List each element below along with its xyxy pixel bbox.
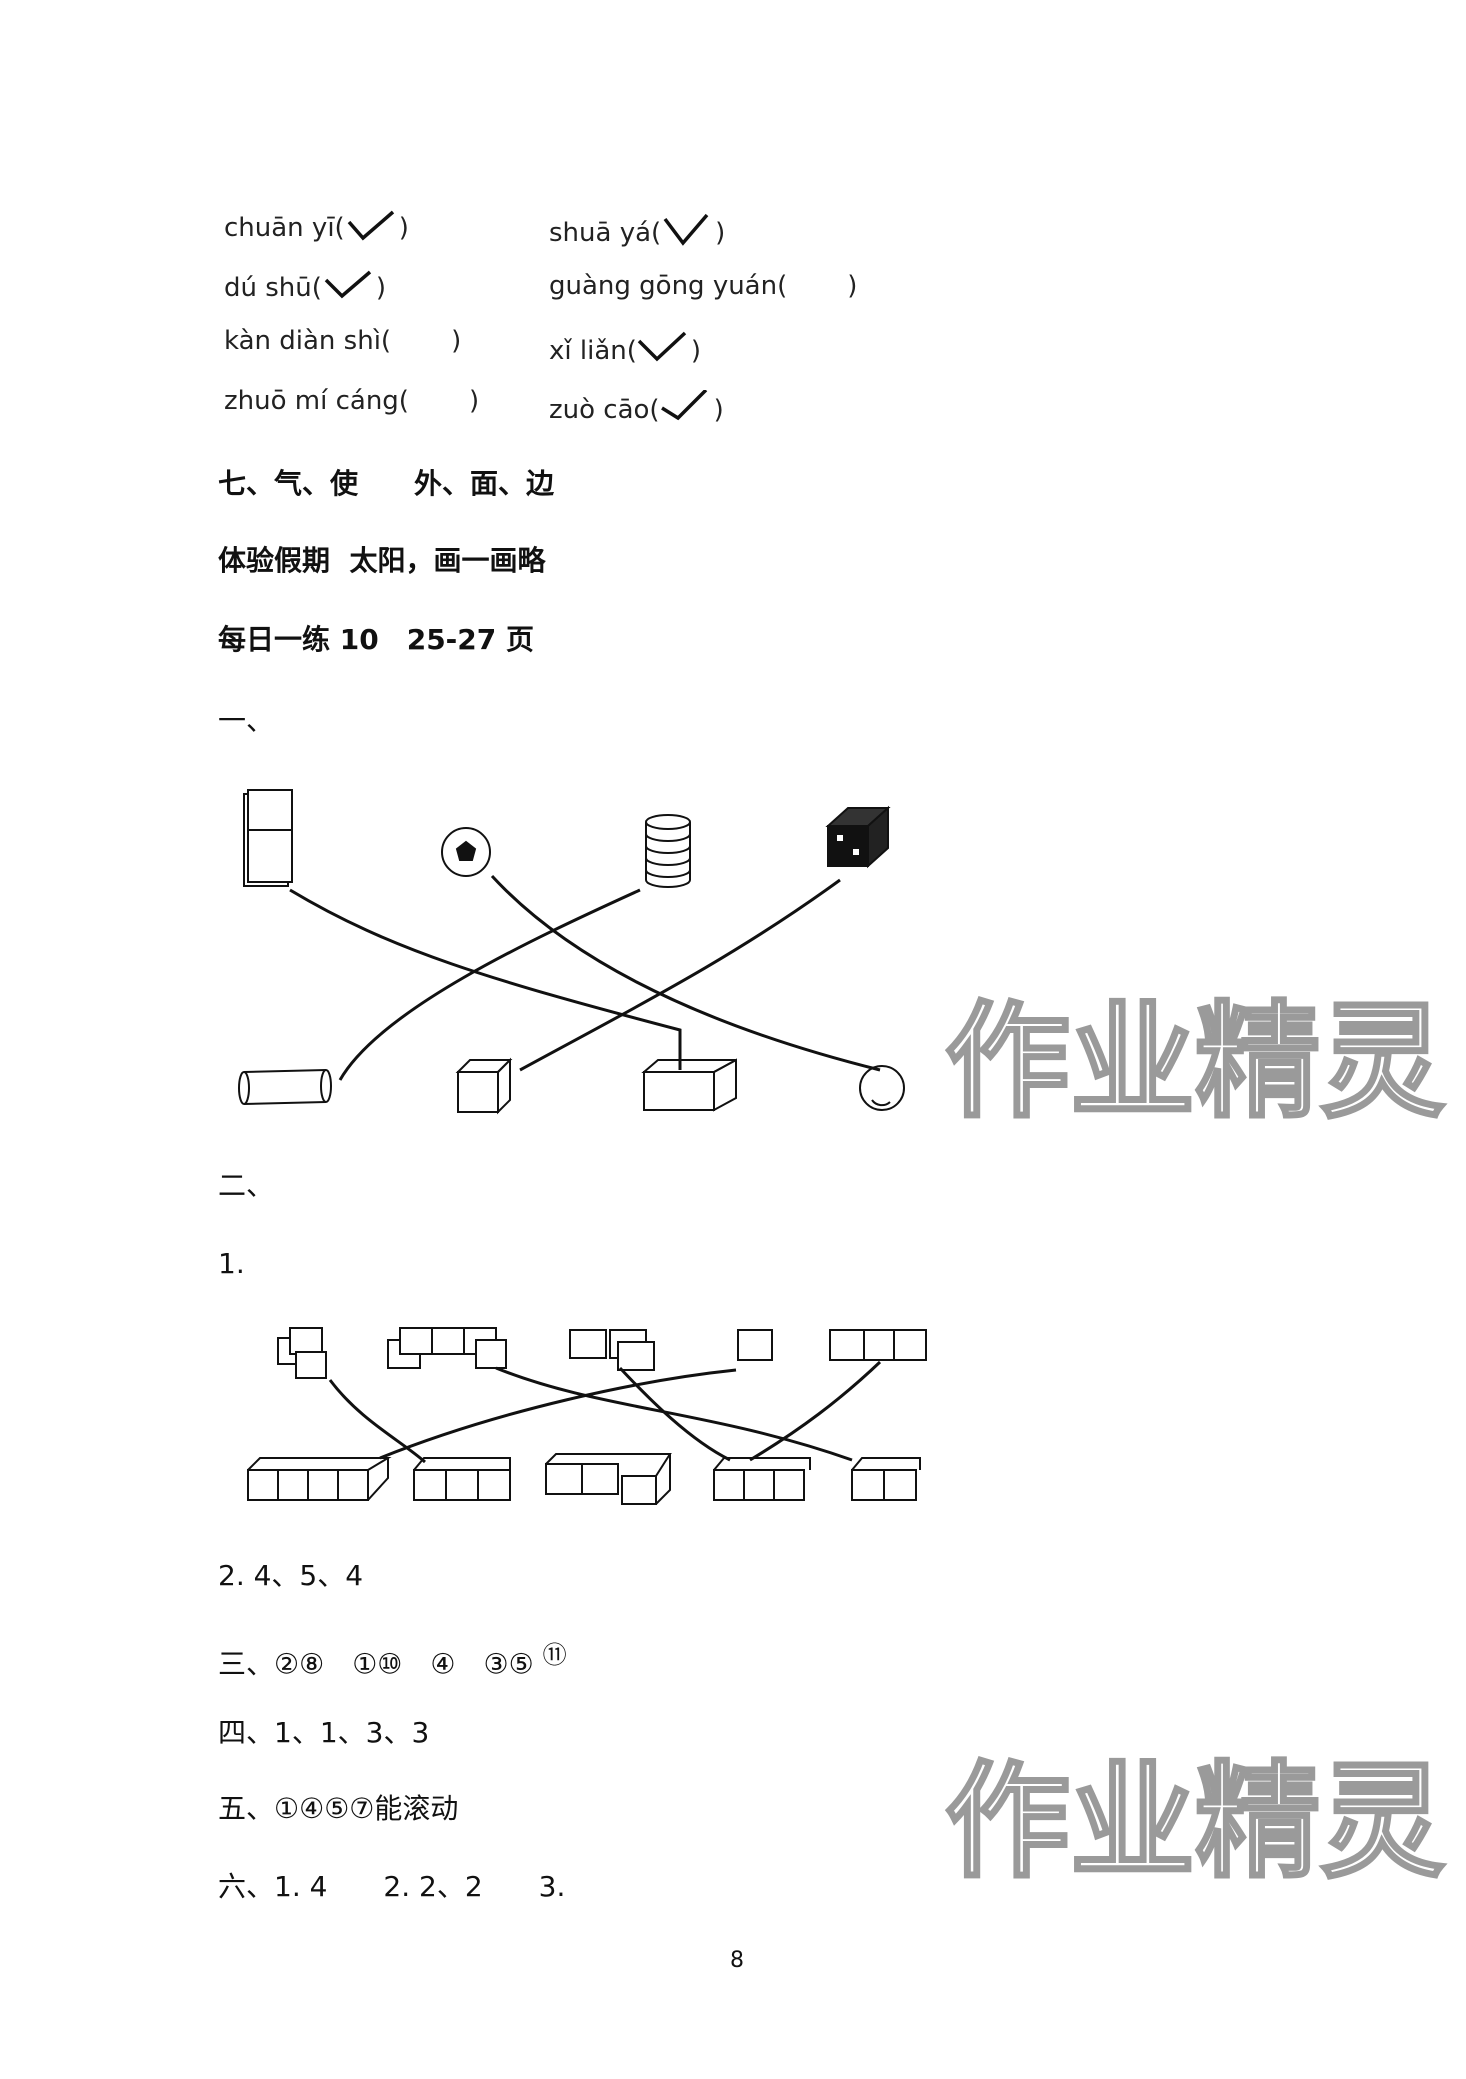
block-group-top-2 xyxy=(387,1327,507,1369)
pinyin-text: kàn diàn shì( xyxy=(224,326,392,356)
coin-stack-icon xyxy=(645,814,691,888)
paren-close: ) xyxy=(715,218,726,248)
checkmark-icon xyxy=(660,390,707,421)
pinyin-text: xǐ liǎn( xyxy=(549,336,637,366)
pinyin-text: shuā yá( xyxy=(549,218,662,248)
block-group-bottom-5 xyxy=(851,1457,921,1501)
section-er-label: 二、 xyxy=(218,1169,275,1202)
block-group-top-5 xyxy=(829,1329,927,1361)
pinyin-text: chuān yī( xyxy=(224,213,345,243)
block-group-bottom-1 xyxy=(247,1457,392,1501)
pinyin-item: xǐ liǎn() xyxy=(549,331,701,365)
block-group-top-4 xyxy=(737,1329,773,1361)
paren-close: ) xyxy=(398,213,409,243)
pinyin-item: shuā yá() xyxy=(549,213,725,247)
watermark: 作业精灵 xyxy=(944,1750,1447,1895)
paren-close: ) xyxy=(375,273,387,303)
cuboid-icon xyxy=(641,1058,737,1112)
checkmark-icon xyxy=(663,213,709,246)
match-lines xyxy=(328,1360,882,1464)
paren-close: ) xyxy=(451,326,462,356)
pinyin-item: zuò cāo() xyxy=(549,390,724,424)
answer-san: 三、②⑧ ①⑩ ④ ③⑤ ⑪ xyxy=(218,1643,567,1678)
answer-liu: 六、1. 4 2. 2、2 3. xyxy=(218,1870,566,1903)
block-group-bottom-4 xyxy=(713,1457,811,1501)
pinyin-item: guàng gōng yuán() xyxy=(549,273,857,299)
pinyin-text: zhuō mí cáng( xyxy=(224,386,409,416)
matching-figure-blocks xyxy=(247,1327,927,1505)
block-group-bottom-2 xyxy=(413,1457,511,1501)
paren-close: ) xyxy=(713,395,724,425)
block-group-top-1 xyxy=(277,1327,327,1379)
watermark: 作业精灵 xyxy=(944,990,1447,1135)
checkmark-icon xyxy=(637,331,687,362)
cube-icon xyxy=(455,1057,513,1115)
pinyin-item: zhuō mí cáng() xyxy=(224,388,479,414)
pinyin-text: dú shū( xyxy=(224,273,322,303)
block-group-top-3 xyxy=(569,1329,655,1371)
fridge-icon xyxy=(243,789,293,887)
answer-san-extra: ⑪ xyxy=(542,1641,567,1669)
checkmark-icon xyxy=(324,270,372,299)
answer-tiyan: 体验假期 太阳，画一画略 xyxy=(218,544,546,577)
pinyin-text: zuò cāo( xyxy=(549,395,660,425)
pinyin-item: kàn diàn shì() xyxy=(224,328,461,354)
section-heading-daily: 每日一练 10 25-27 页 xyxy=(218,623,535,656)
answer-si: 四、1、1、3、3 xyxy=(218,1716,430,1749)
answer-san-text: 三、②⑧ ①⑩ ④ ③⑤ xyxy=(218,1647,534,1681)
cylinder-icon xyxy=(238,1069,332,1105)
answer-qi: 七、气、使 外、面、边 xyxy=(218,467,555,500)
paren-close: ) xyxy=(468,386,480,416)
answer-er-2: 2. 4、5、4 xyxy=(218,1559,364,1592)
pinyin-item: dú shū() xyxy=(224,268,386,302)
sphere-icon xyxy=(859,1065,905,1111)
question-1-label: 1. xyxy=(218,1247,245,1280)
page-number: 8 xyxy=(730,1948,744,1973)
section-yi-label: 一、 xyxy=(218,704,275,737)
match-lines xyxy=(289,874,881,1081)
soccer-ball-icon xyxy=(441,827,491,877)
paren-close: ) xyxy=(847,271,858,301)
rubiks-cube-icon xyxy=(825,805,891,869)
answer-wu: 五、①④⑤⑦能滚动 xyxy=(218,1792,459,1825)
checkmark-icon xyxy=(347,210,394,241)
matching-figure-shapes xyxy=(238,789,905,1115)
pinyin-text: guàng gōng yuán( xyxy=(549,271,788,301)
pinyin-item: chuān yī() xyxy=(224,208,409,242)
block-group-bottom-3 xyxy=(545,1453,672,1505)
paren-close: ) xyxy=(690,336,702,366)
